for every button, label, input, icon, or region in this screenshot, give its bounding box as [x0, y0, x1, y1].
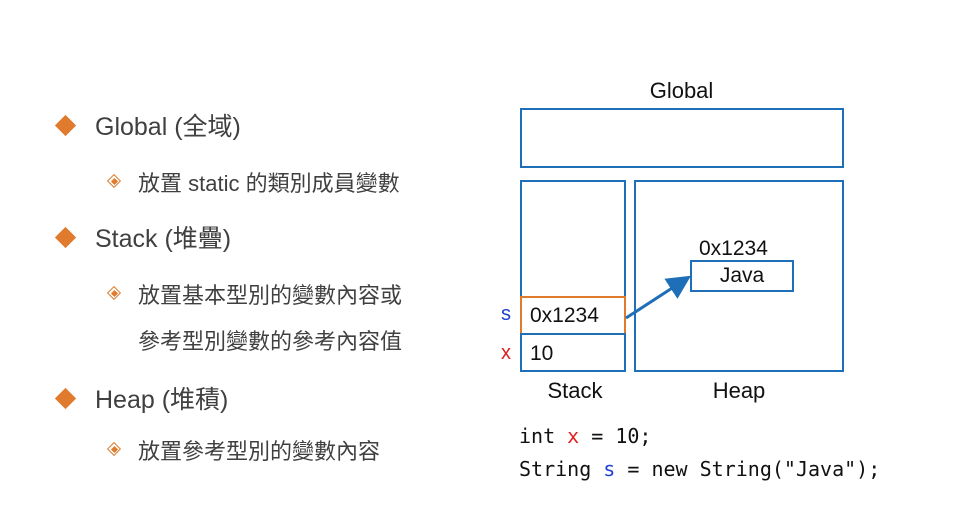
code-line-1-post: = 10; [579, 424, 652, 448]
bullet-stack: Stack (堆疊) [54, 219, 232, 255]
bullet-global-text: Global (全域) [95, 113, 241, 141]
heap-object-address: 0x1234 [699, 237, 768, 260]
sub-bullet-heap-text: 放置參考型別的變數內容 [138, 439, 381, 464]
stack-cell-x-value: 10 [530, 342, 554, 365]
sub-bullet-stack: 放置基本型別的變數內容或 [108, 278, 402, 310]
sub-bullet-stack-text-1: 放置基本型別的變數內容或 [138, 283, 403, 308]
bullet-global: Global (全域) [54, 107, 241, 143]
bullet-stack-text: Stack (堆疊) [95, 225, 232, 253]
global-area [520, 108, 844, 168]
heap-label: Heap [712, 378, 766, 403]
heap-area [634, 180, 844, 372]
code-var-x: x [567, 424, 580, 448]
sub-bullet-global-text: 放置 static 的類別成員變數 [138, 171, 400, 196]
stack-cell-s-value: 0x1234 [530, 304, 599, 327]
heap-object-value: Java [719, 264, 765, 287]
sub-bullet-global: 放置 static 的類別成員變數 [108, 166, 400, 198]
global-label: Global [649, 78, 714, 103]
sub-bullet-stack-text-2: 參考型別變數的參考內容值 [138, 329, 403, 354]
code-line-2: String s = new String("Java"); [519, 457, 880, 481]
code-line-2-post: = new String("Java"); [615, 457, 881, 481]
code-line-2-pre: String [519, 457, 604, 481]
var-x-label: x [501, 342, 511, 364]
code-var-s: s [603, 457, 616, 481]
bullet-heap: Heap (堆積) [54, 380, 229, 416]
var-s-label: s [501, 303, 511, 325]
stack-label: Stack [547, 378, 603, 403]
code-line-1-pre: int [519, 424, 568, 448]
stack-cell-x [520, 333, 626, 372]
sub-bullet-heap: 放置參考型別的變數內容 [108, 434, 380, 466]
bullet-heap-text: Heap (堆積) [95, 386, 229, 414]
code-line-1: int x = 10; [519, 424, 651, 448]
